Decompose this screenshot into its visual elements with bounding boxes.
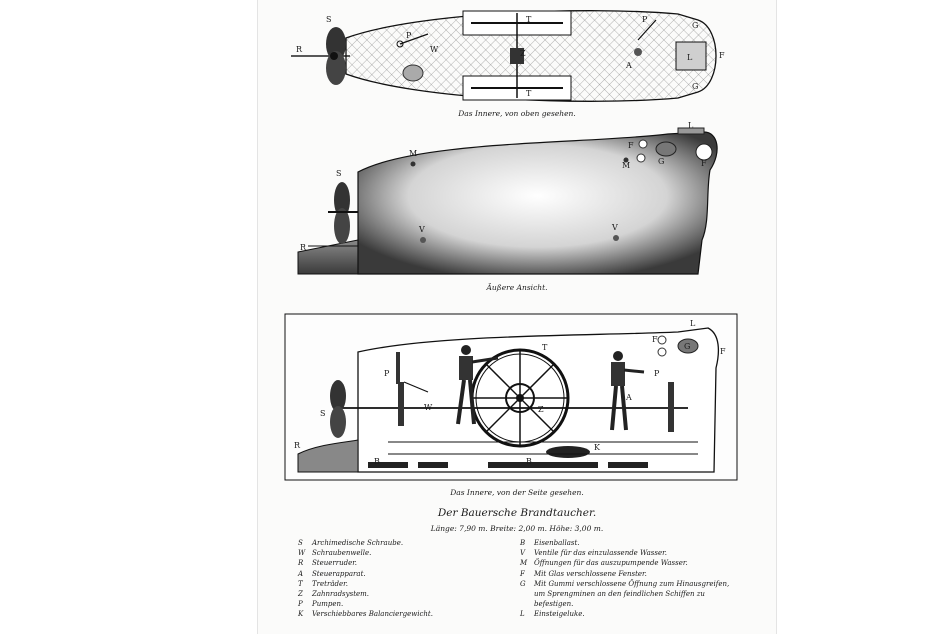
fig-label: M <box>622 161 630 170</box>
fig-label: Z <box>538 405 544 414</box>
fig-label: P <box>384 369 390 378</box>
fig-label: T <box>526 89 532 98</box>
propeller-side <box>330 380 346 438</box>
fig-label: L <box>688 122 694 130</box>
fig-label: G <box>692 82 698 91</box>
fig-label: A <box>625 393 632 402</box>
side-interior-figure: S R P W T Z K B B A P L F G F <box>284 313 738 481</box>
fig-label: F <box>628 141 634 150</box>
fig-label: W <box>424 403 433 412</box>
fig-label: R <box>300 243 307 252</box>
fig-label: A <box>625 61 632 70</box>
fig-label: L <box>690 319 696 328</box>
fig-label: R <box>294 441 301 450</box>
fig-label: K <box>594 443 601 452</box>
tread-wheel <box>470 348 570 448</box>
propeller-exterior <box>328 182 358 244</box>
hatch-box-top <box>675 41 707 71</box>
fig-label: G <box>658 157 664 166</box>
gear-system-top <box>510 48 524 64</box>
worker-figure-right <box>610 351 645 431</box>
fig-label: S <box>320 409 325 418</box>
caption-side-view: Das Innere, von der Seite gesehen. <box>450 488 584 497</box>
fig-label: P <box>642 15 648 24</box>
caption-top-view: Das Innere, von oben gesehen. <box>458 109 576 118</box>
fig-label: R <box>296 45 303 54</box>
fig-label: M <box>409 149 417 158</box>
fig-label: T <box>542 343 548 352</box>
top-view-figure: S R P W T Z T P G A L F G <box>291 10 725 102</box>
fig-label: S <box>336 169 341 178</box>
fig-label: B <box>374 457 380 466</box>
fig-label: Z <box>520 49 526 58</box>
fig-label: T <box>526 15 532 24</box>
document-title: Der Bauersche Brandtaucher. <box>437 507 597 519</box>
iron-ballast-row <box>368 446 648 468</box>
dimensions-line: Länge: 7,90 m. Breite: 2,00 m. Höhe: 3,0… <box>430 524 604 533</box>
fig-label: S <box>326 15 331 24</box>
fig-label: F <box>652 335 658 344</box>
ballast-ellipse-top <box>402 64 424 82</box>
document-page: S R P W T Z T P G A L F G Das Innere, vo… <box>257 0 777 634</box>
fig-label: F <box>720 347 726 356</box>
fig-label: W <box>430 45 439 54</box>
fig-label: V <box>611 223 618 232</box>
worker-figure-left <box>456 345 499 425</box>
exterior-view-figure: S R M M V V L F G F <box>297 122 718 275</box>
fig-label: F <box>719 51 725 60</box>
fig-label: G <box>684 342 690 351</box>
hull-exterior <box>357 131 718 275</box>
fig-label: P <box>654 369 660 378</box>
fig-label: F <box>701 159 707 168</box>
fig-label: B <box>526 457 532 466</box>
fig-label: V <box>418 225 425 234</box>
fig-label: P <box>406 31 412 40</box>
caption-exterior-view: Äußere Ansicht. <box>486 283 548 292</box>
propeller-top <box>326 27 346 85</box>
fig-label: L <box>687 53 693 62</box>
fig-label: G <box>692 21 698 30</box>
